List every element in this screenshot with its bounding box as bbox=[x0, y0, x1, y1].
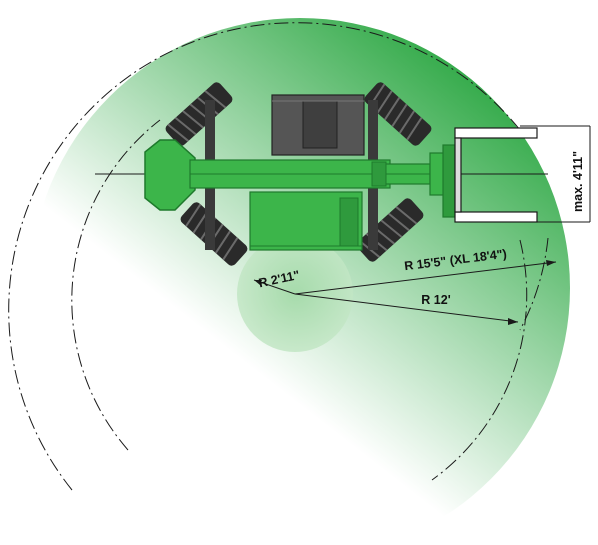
fork-width-label: max. 4'11" bbox=[571, 151, 585, 212]
outer-radius-arc-right bbox=[519, 237, 549, 331]
telescopic-boom bbox=[189, 159, 431, 189]
tyre-front-right bbox=[364, 82, 432, 146]
radius-arrowheads bbox=[254, 260, 556, 325]
tyre-front-left bbox=[165, 82, 233, 146]
inner-radius-arc-right bbox=[431, 239, 528, 481]
cab bbox=[271, 94, 365, 156]
outer-radius-arc bbox=[8, 22, 521, 491]
inner-radius-label: R 12' bbox=[421, 293, 450, 307]
fork-carriage bbox=[429, 144, 456, 218]
forks bbox=[454, 127, 538, 223]
chassis bbox=[249, 191, 363, 251]
fork-width-dimension bbox=[520, 125, 591, 223]
inner-radius-arc bbox=[71, 119, 161, 451]
counterweight bbox=[144, 139, 196, 211]
